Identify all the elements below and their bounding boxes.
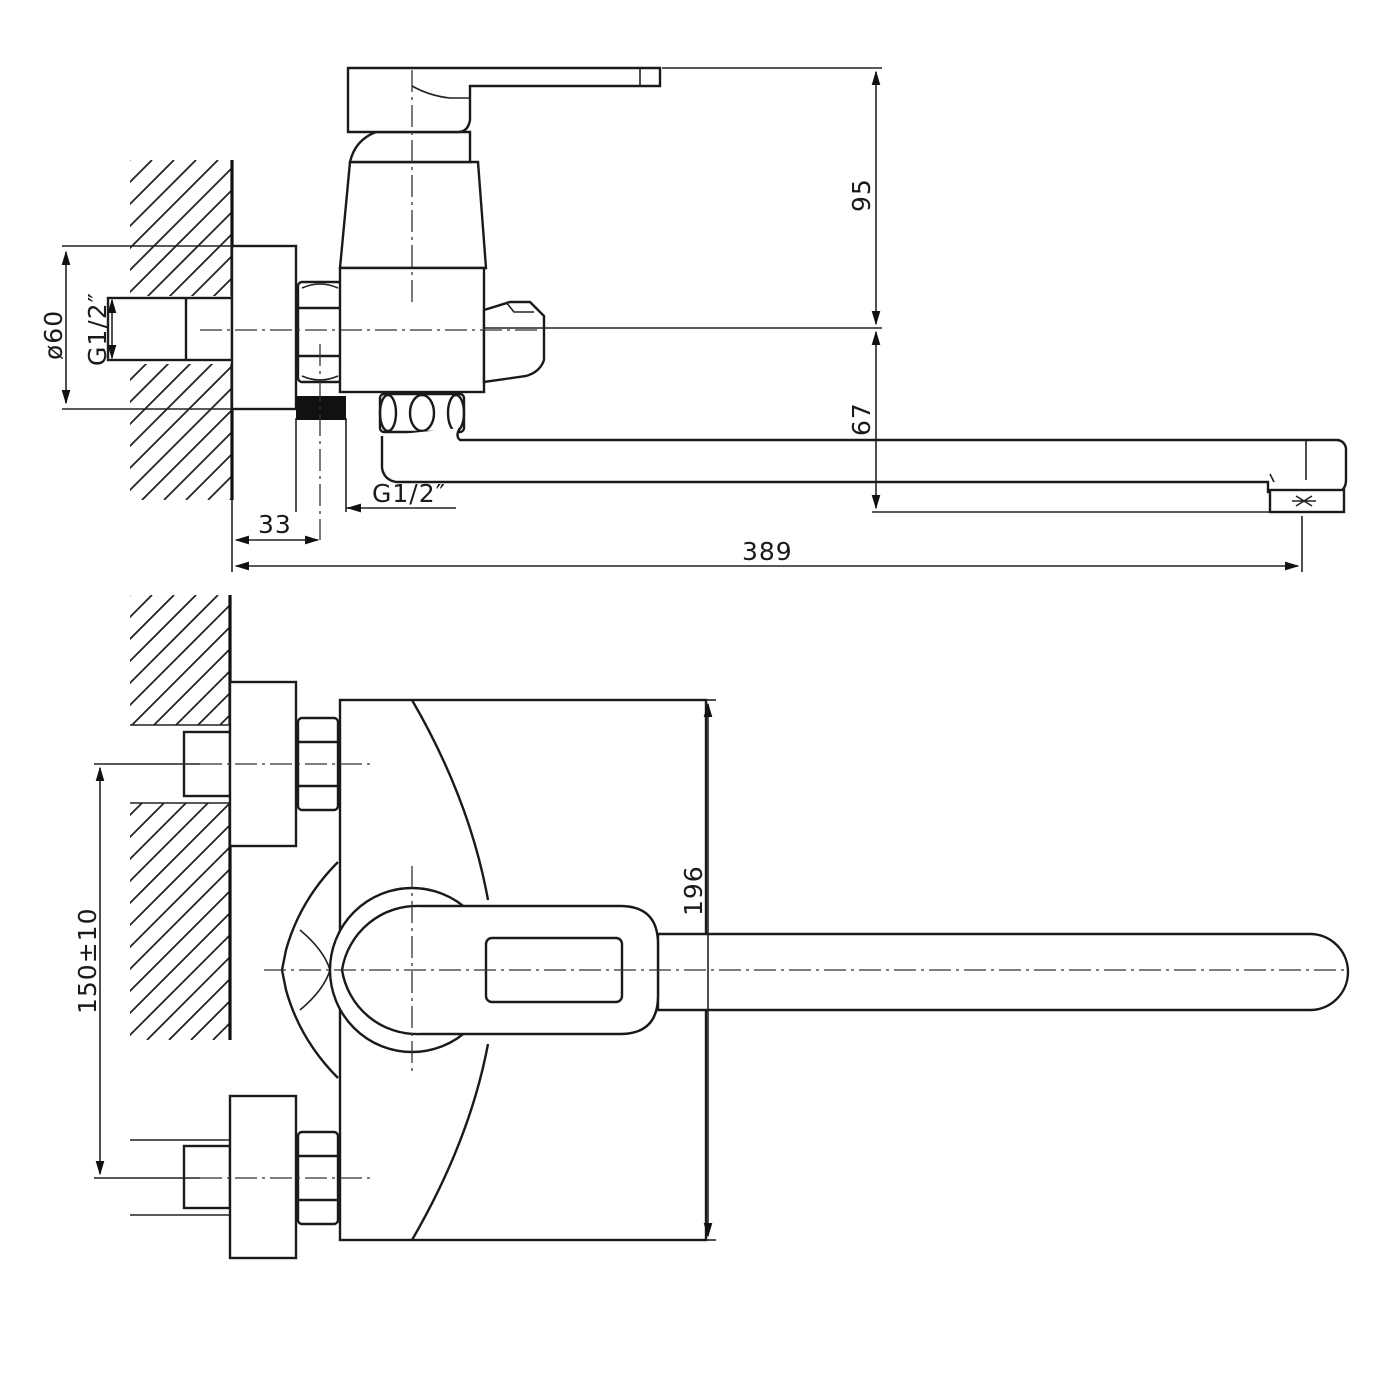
dim-inlet-thread-label: G1/2″ (83, 292, 112, 366)
hatch-line (130, 779, 230, 883)
hatch-line (130, 166, 232, 272)
dim-offset-label: 33 (258, 510, 292, 539)
dim-inlet-spacing-label: 150±10 (73, 908, 102, 1014)
hatch-line (130, 595, 131, 597)
hatch-line (130, 210, 232, 316)
hatch-line (130, 342, 232, 448)
hatch-line (130, 625, 230, 729)
hex-nut (296, 280, 344, 384)
dim-height-upper: 95 (484, 67, 882, 329)
escutcheon (230, 244, 298, 411)
hatch-line (130, 801, 230, 905)
hatch-line (130, 386, 232, 492)
hatch-line (163, 430, 232, 500)
hatch-line (130, 160, 219, 250)
dim-body-length-label: 196 (679, 865, 708, 916)
lower-inlet (182, 1094, 340, 1260)
dim-diameter: ø60 (39, 245, 232, 410)
hatch-line (141, 408, 232, 500)
hatch-line (130, 364, 232, 470)
hatch-line (130, 647, 230, 751)
hatch-line (146, 955, 230, 1040)
dim-total-length: 389 (234, 516, 1303, 572)
dim-offset: 33 (231, 500, 320, 572)
hatch-line (130, 757, 230, 861)
dim-body-length: 196 (679, 699, 716, 1241)
dim-diameter-label: ø60 (39, 310, 68, 360)
spout-base (378, 392, 466, 434)
dim-inlet-thread: G1/2″ (83, 292, 117, 366)
dim-height-lower-label: 67 (847, 402, 876, 436)
spout (380, 427, 1348, 514)
hatch-line (130, 603, 230, 707)
dim-outlet-thread: G1/2″ (295, 418, 456, 513)
hatch-line (130, 595, 219, 685)
mixer-body (338, 66, 662, 394)
wall-hatch-bottom (130, 595, 230, 1040)
handle-top (340, 904, 1350, 1036)
dim-height-upper-label: 95 (847, 178, 876, 212)
hatch-line (130, 867, 230, 971)
dim-outlet-thread-label: G1/2″ (372, 479, 446, 508)
dim-height-lower: 67 (847, 330, 1270, 513)
hatch-line (130, 188, 232, 294)
hatch-line (130, 933, 230, 1037)
dim-inlet-spacing: 150±10 (73, 763, 200, 1179)
dim-total-length-label: 389 (742, 537, 793, 566)
side-view: ø60 G1/2″ G1/2″ 33 389 (39, 66, 1348, 572)
hatch-line (130, 889, 230, 993)
thread-band (296, 396, 346, 420)
hatch-line (130, 911, 230, 1015)
inlet-pipe (106, 296, 234, 362)
hatch-line (130, 735, 230, 839)
hatch-line (130, 160, 197, 228)
top-view: 150±10 196 (73, 595, 1350, 1260)
